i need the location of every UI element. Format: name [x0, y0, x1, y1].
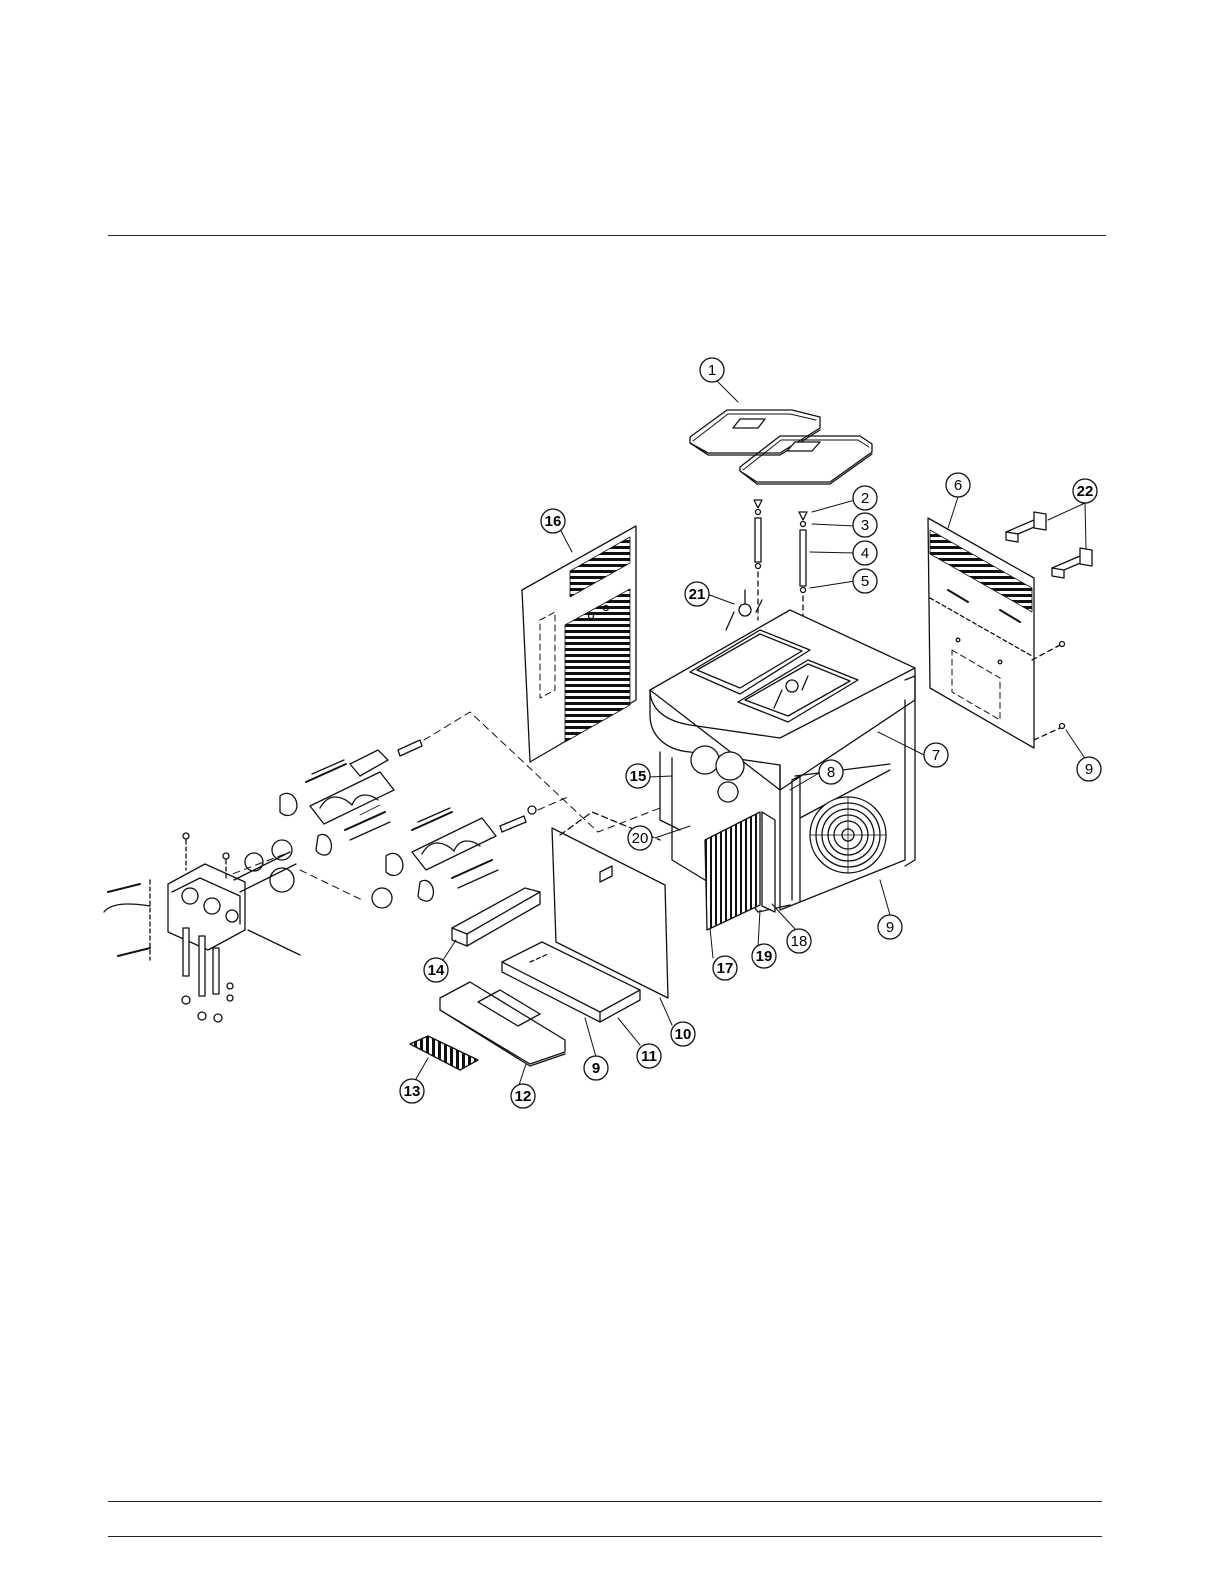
- freezer-body-part: [650, 610, 915, 912]
- callout-10: 10: [671, 1022, 695, 1046]
- svg-text:4: 4: [861, 545, 869, 562]
- svg-text:13: 13: [404, 1083, 421, 1100]
- svg-text:16: 16: [545, 513, 562, 530]
- side-panel-left-part: [522, 526, 636, 762]
- svg-text:18: 18: [791, 933, 808, 950]
- callout-20: 20: [628, 826, 652, 850]
- svg-text:9: 9: [886, 919, 894, 936]
- callout-4: 4: [853, 541, 877, 565]
- beater-assembly-part: [272, 740, 536, 908]
- svg-text:1: 1: [708, 362, 716, 379]
- callout-16: 16: [541, 509, 565, 533]
- callout-12: 12: [511, 1084, 535, 1108]
- svg-text:5: 5: [861, 573, 869, 590]
- callout-1: 1: [700, 358, 724, 382]
- side-panel-right-part: [928, 518, 1065, 748]
- svg-text:20: 20: [632, 830, 649, 847]
- callout-5: 5: [853, 569, 877, 593]
- callout-14: 14: [424, 958, 448, 982]
- svg-text:8: 8: [827, 764, 835, 781]
- callout-6: 6: [946, 473, 970, 497]
- callout-19: 19: [752, 944, 776, 968]
- callout-13: 13: [400, 1079, 424, 1103]
- callout-7: 7: [924, 743, 948, 767]
- hopper-lid-part: [690, 410, 872, 484]
- callout-15: 15: [626, 764, 650, 788]
- svg-text:9: 9: [592, 1060, 600, 1077]
- callout-21: 21: [685, 582, 709, 606]
- grate-part: [410, 1036, 478, 1070]
- callout-9-base: 9: [878, 915, 902, 939]
- svg-text:17: 17: [717, 960, 734, 977]
- faceplate-part: [104, 833, 300, 1022]
- svg-text:19: 19: [756, 948, 773, 965]
- callout-3: 3: [853, 513, 877, 537]
- callout-2: 2: [853, 486, 877, 510]
- callout-17: 17: [713, 956, 737, 980]
- callout-9-right: 9: [1077, 757, 1101, 781]
- callout-9-tray: 9: [584, 1056, 608, 1080]
- svg-text:6: 6: [954, 477, 962, 494]
- svg-text:15: 15: [630, 768, 647, 785]
- callout-11: 11: [637, 1044, 661, 1068]
- svg-text:3: 3: [861, 517, 869, 534]
- svg-text:22: 22: [1077, 483, 1094, 500]
- svg-text:21: 21: [689, 586, 706, 603]
- svg-text:10: 10: [675, 1026, 692, 1043]
- svg-text:12: 12: [515, 1088, 532, 1105]
- svg-text:14: 14: [428, 962, 445, 979]
- svg-text:9: 9: [1085, 761, 1093, 778]
- svg-text:7: 7: [932, 747, 940, 764]
- svg-text:11: 11: [641, 1048, 657, 1065]
- bracket-part: [1006, 512, 1092, 578]
- callout-18: 18: [787, 929, 811, 953]
- callout-8: 8: [819, 760, 843, 784]
- callout-22: 22: [1073, 479, 1097, 503]
- front-bracket-part: [452, 888, 540, 946]
- front-grille-part: [705, 812, 775, 930]
- air-tube-part: [754, 500, 807, 630]
- svg-text:2: 2: [861, 490, 869, 507]
